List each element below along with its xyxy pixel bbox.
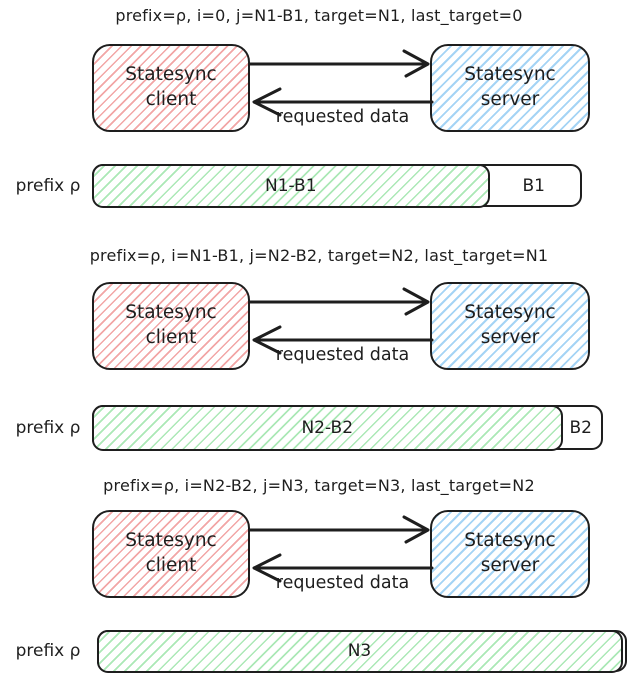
synced-segment: N2-B2: [91, 404, 563, 451]
response-arrow-label: requested data: [275, 573, 410, 593]
client-server-diagram: Statesync client Statesync server reques…: [0, 282, 638, 382]
message-arrows: [248, 49, 434, 117]
sync-progress-bar: prefix ρ N1-B1 B1: [0, 163, 638, 208]
sync-progress-bar: prefix ρ N3: [0, 629, 638, 673]
response-arrow: [252, 325, 434, 355]
synced-segment-label: N2-B2: [301, 417, 354, 438]
progress-bar-track: N1-B1 B1: [91, 163, 582, 208]
pending-segment: B2: [561, 407, 602, 448]
pending-segment-label: B1: [522, 175, 545, 196]
message-arrows: [248, 287, 434, 355]
progress-bar-track: N3: [96, 629, 627, 673]
statesync-server-box: Statesync server: [430, 44, 590, 132]
pending-segment: [620, 632, 625, 670]
sync-progress-bar: prefix ρ N2-B2 B2: [0, 404, 638, 451]
prefix-label: prefix ρ: [15, 417, 81, 438]
synced-segment-label: N1-B1: [264, 175, 317, 196]
pending-segment: B1: [488, 166, 580, 205]
stage-parameters-text: prefix=ρ, i=0, j=N1-B1, target=N1, last_…: [115, 6, 523, 25]
statesync-server-box: Statesync server: [430, 282, 590, 370]
request-arrow: [248, 287, 430, 316]
sync-stage-1: prefix=ρ, i=0, j=N1-B1, target=N1, last_…: [0, 0, 638, 230]
statesync-client-box: Statesync client: [92, 282, 250, 370]
sync-stage-2: prefix=ρ, i=N1-B1, j=N2-B2, target=N2, l…: [0, 230, 638, 480]
client-server-diagram: Statesync client Statesync server reques…: [0, 510, 638, 610]
stage-parameters-text: prefix=ρ, i=N2-B2, j=N3, target=N3, last…: [103, 476, 535, 495]
synced-segment: N3: [96, 629, 623, 673]
synced-segment: N1-B1: [91, 163, 491, 208]
prefix-label: prefix ρ: [15, 175, 81, 196]
statesync-client-box: Statesync client: [92, 44, 250, 132]
prefix-label: prefix ρ: [15, 641, 81, 661]
progress-bar-track: N2-B2 B2: [91, 404, 603, 451]
client-server-diagram: Statesync client Statesync server reques…: [0, 44, 638, 144]
response-arrow: [252, 553, 434, 583]
response-arrow-label: requested data: [275, 107, 410, 127]
response-arrow: [252, 87, 434, 117]
sync-stage-3: prefix=ρ, i=N2-B2, j=N3, target=N3, last…: [0, 460, 638, 682]
pending-segment-label: B2: [569, 417, 592, 438]
message-arrows: [248, 515, 434, 583]
stage-parameters-text: prefix=ρ, i=N1-B1, j=N2-B2, target=N2, l…: [89, 246, 549, 265]
statesync-server-box: Statesync server: [430, 510, 590, 598]
synced-segment-label: N3: [347, 641, 372, 661]
response-arrow-label: requested data: [275, 345, 410, 365]
request-arrow: [248, 49, 430, 78]
request-arrow: [248, 515, 430, 544]
statesync-client-box: Statesync client: [92, 510, 250, 598]
